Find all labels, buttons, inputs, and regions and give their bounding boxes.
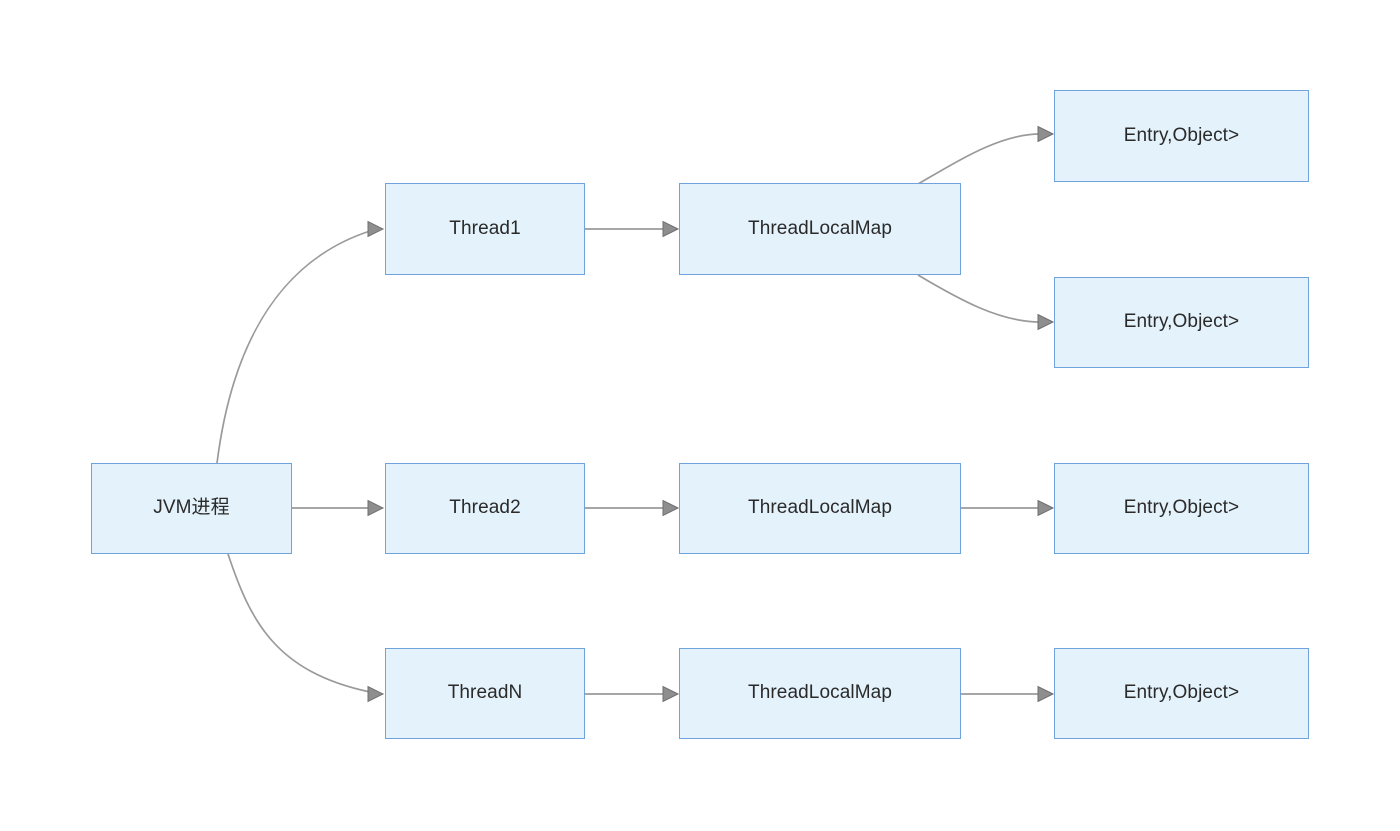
node-jvm-process[interactable]: JVM进程 — [91, 463, 292, 554]
node-label: Entry,Object> — [1123, 311, 1240, 333]
arrow-head-icon — [1037, 499, 1055, 517]
arrow-head-icon — [662, 220, 680, 238]
arrow-head-icon — [367, 499, 385, 517]
node-label: ThreadLocalMap — [748, 217, 892, 239]
node-threadlocalmap-1[interactable]: ThreadLocalMap — [679, 183, 961, 275]
arrow-head-icon — [367, 685, 385, 703]
node-threadn[interactable]: ThreadN — [385, 648, 585, 739]
node-label: Thread2 — [449, 497, 521, 519]
edge-thread2-tlm2 — [585, 499, 680, 517]
node-label: Entry,Object> — [1123, 124, 1240, 146]
edge-tlm1-entry2 — [917, 274, 1055, 331]
edge-line — [917, 274, 1041, 323]
node-label: ThreadLocalMap — [748, 682, 892, 704]
arrow-head-icon — [367, 220, 385, 238]
arrow-head-icon — [1037, 313, 1055, 331]
arrow-head-icon — [1037, 125, 1055, 143]
node-thread2[interactable]: Thread2 — [385, 463, 585, 554]
node-threadlocalmap-3[interactable]: ThreadLocalMap — [679, 648, 961, 739]
edge-jvm-thread2 — [292, 499, 385, 517]
node-entry-4[interactable]: Entry,Object> — [1054, 648, 1309, 739]
edge-threadn-tlm3 — [585, 685, 680, 703]
edge-jvm-thread1 — [216, 220, 385, 464]
arrow-head-icon — [662, 685, 680, 703]
edge-tlm1-entry1 — [917, 125, 1055, 185]
node-entry-3[interactable]: Entry,Object> — [1054, 463, 1309, 554]
edge-tlm2-entry3 — [961, 499, 1055, 517]
node-entry-2[interactable]: Entry,Object> — [1054, 277, 1309, 368]
edge-jvm-threadn — [227, 553, 385, 703]
edge-tlm3-entry4 — [961, 685, 1055, 703]
edge-line — [216, 230, 371, 464]
edge-thread1-tlm1 — [585, 220, 680, 238]
node-label: JVM进程 — [153, 497, 230, 519]
node-label: Entry,Object> — [1123, 497, 1240, 519]
node-label: ThreadLocalMap — [748, 497, 892, 519]
node-entry-1[interactable]: Entry,Object> — [1054, 90, 1309, 182]
node-label: Thread1 — [449, 217, 521, 239]
node-label: Entry,Object> — [1123, 682, 1240, 704]
node-threadlocalmap-2[interactable]: ThreadLocalMap — [679, 463, 961, 554]
node-label: ThreadN — [447, 682, 523, 704]
edge-line — [917, 133, 1041, 185]
arrow-head-icon — [662, 499, 680, 517]
arrow-head-icon — [1037, 685, 1055, 703]
node-thread1[interactable]: Thread1 — [385, 183, 585, 275]
edge-line — [227, 553, 371, 693]
